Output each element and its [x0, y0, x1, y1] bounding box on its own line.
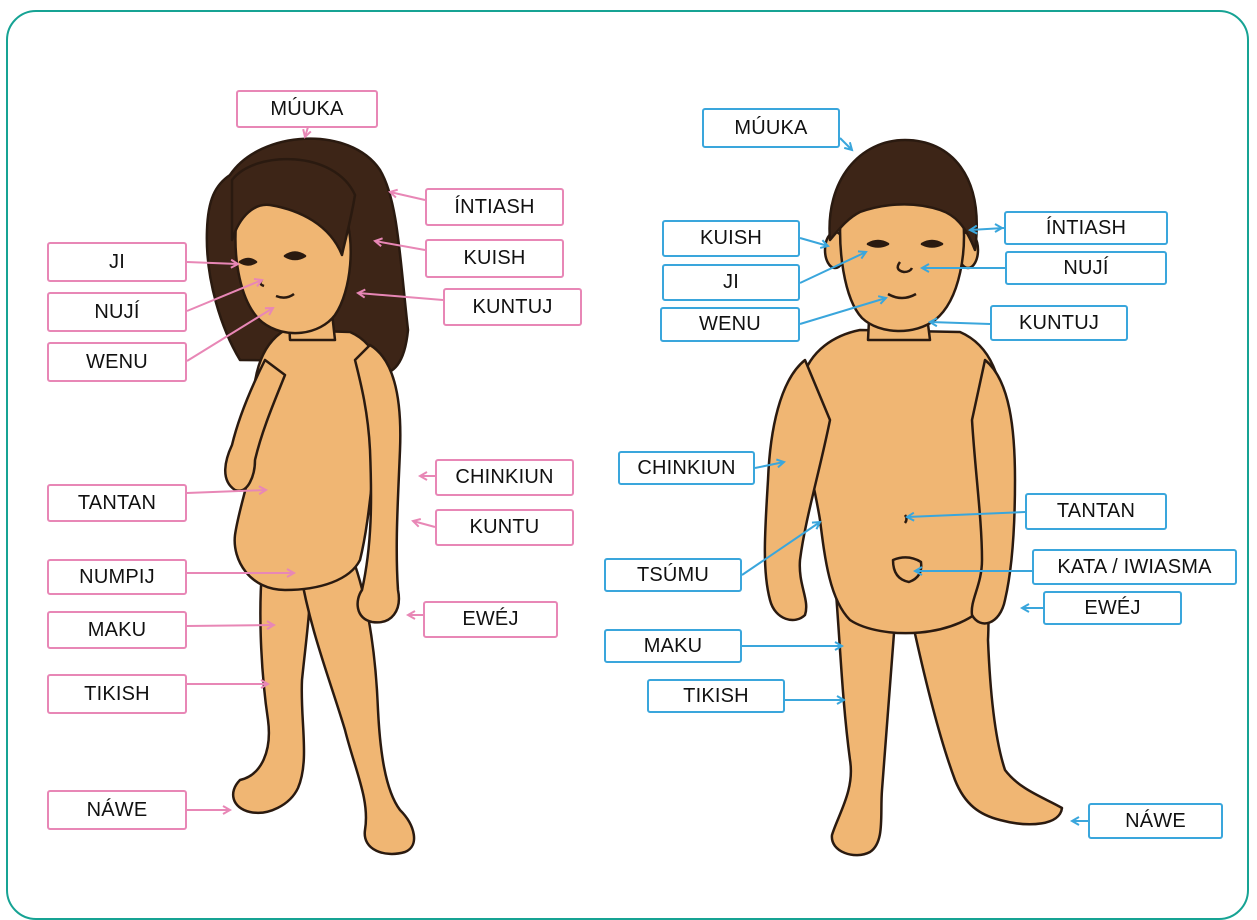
girl-figure — [207, 139, 414, 854]
boy-label-ewej: EWÉJ — [1043, 591, 1182, 625]
boy-label-chinkiun: CHINKIUN — [618, 451, 755, 485]
girl-label-ji: JI — [47, 242, 187, 282]
boy-eye-right — [922, 241, 942, 247]
girl-label-intiash: ÍNTIASH — [425, 188, 564, 226]
boy-label-nuji: NUJÍ — [1005, 251, 1167, 285]
girl-eye-right — [285, 253, 305, 260]
boy-eye-left — [868, 241, 888, 247]
girl-left-leg — [233, 570, 310, 813]
girl-label-nawe: NÁWE — [47, 790, 187, 830]
boy-label-maku: MAKU — [604, 629, 742, 663]
boy-navel — [905, 515, 907, 523]
boy-label-intiash: ÍNTIASH — [1004, 211, 1168, 245]
girl-label-nuji: NUJÍ — [47, 292, 187, 332]
boy-label-kuntuj: KUNTUJ — [990, 305, 1128, 341]
boy-label-tikish: TIKISH — [647, 679, 785, 713]
boy-label-nawe: NÁWE — [1088, 803, 1223, 839]
girl-label-wenu: WENU — [47, 342, 187, 382]
boy-label-kata-iwiasma: KATA / IWIASMA — [1032, 549, 1237, 585]
boy-label-ji: JI — [662, 264, 800, 301]
boy-label-kuish: KUISH — [662, 220, 800, 257]
boy-torso — [800, 330, 1001, 633]
girl-label-numpij: NUMPIJ — [47, 559, 187, 595]
boy-label-muuka: MÚUKA — [702, 108, 840, 148]
boy-right-arm — [972, 360, 1015, 623]
girl-label-kuntuj: KUNTUJ — [443, 288, 582, 326]
girl-eye-left — [240, 259, 256, 265]
girl-label-tikish: TIKISH — [47, 674, 187, 714]
boy-label-tsumu: TSÚMU — [604, 558, 742, 592]
girl-label-chinkiun: CHINKIUN — [435, 459, 574, 496]
girl-label-maku: MAKU — [47, 611, 187, 649]
girl-label-tantan: TANTAN — [47, 484, 187, 522]
boy-label-tantan: TANTAN — [1025, 493, 1167, 530]
girl-label-kuntu: KUNTU — [435, 509, 574, 546]
boy-figure — [765, 140, 1062, 855]
boy-label-wenu: WENU — [660, 307, 800, 342]
girl-label-muuka: MÚUKA — [236, 90, 378, 128]
girl-label-kuish: KUISH — [425, 239, 564, 278]
girl-label-ewej: EWÉJ — [423, 601, 558, 638]
